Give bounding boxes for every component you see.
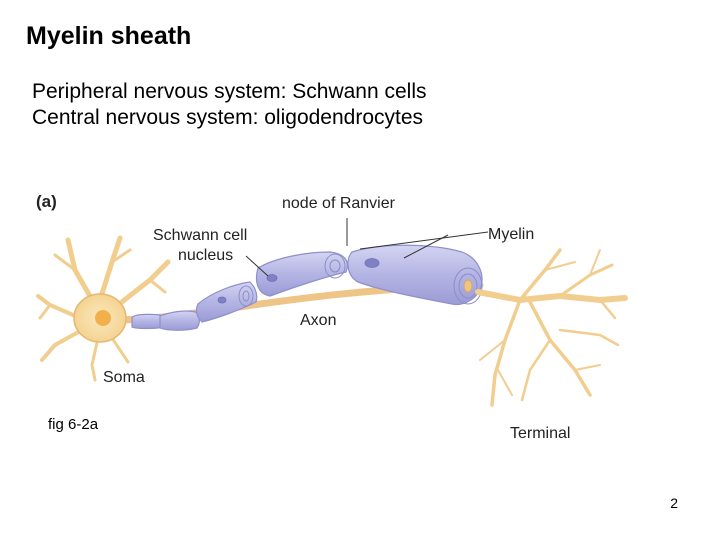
bullet-cns: Central nervous system: oligodendrocytes <box>32 106 424 129</box>
myelin-segment-2 <box>159 310 200 331</box>
bullet-pns: Peripheral nervous system: Schwann cells <box>32 80 427 103</box>
schwann-nuclei <box>217 258 380 304</box>
myelin-segment-5 <box>347 244 483 306</box>
page-number: 2 <box>670 495 678 511</box>
axon-terminal-branches <box>475 248 628 407</box>
myelin-label: Myelin <box>488 226 534 243</box>
node-of-ranvier-label: node of Ranvier <box>282 195 396 212</box>
panel-label: (a) <box>36 192 57 211</box>
myelin-segment-4 <box>255 251 349 297</box>
soma-dendrites <box>36 235 171 382</box>
figure-caption: fig 6-2a <box>48 416 99 433</box>
myelin-segment-3 <box>195 281 258 323</box>
myelin-wrap-lines <box>238 253 483 307</box>
bullet-list: Peripheral nervous system: Schwann cells… <box>32 79 427 131</box>
label-leader-lines <box>245 218 489 277</box>
terminal-label: Terminal <box>510 425 570 442</box>
schwann-cell-label: Schwann cell <box>153 227 247 244</box>
slide-title: Myelin sheath <box>26 22 192 50</box>
nucleus-label: nucleus <box>178 247 233 264</box>
myelin-segments <box>131 244 483 331</box>
soma-label: Soma <box>103 369 145 386</box>
axon-label: Axon <box>300 312 336 329</box>
soma-nucleus <box>95 310 111 326</box>
